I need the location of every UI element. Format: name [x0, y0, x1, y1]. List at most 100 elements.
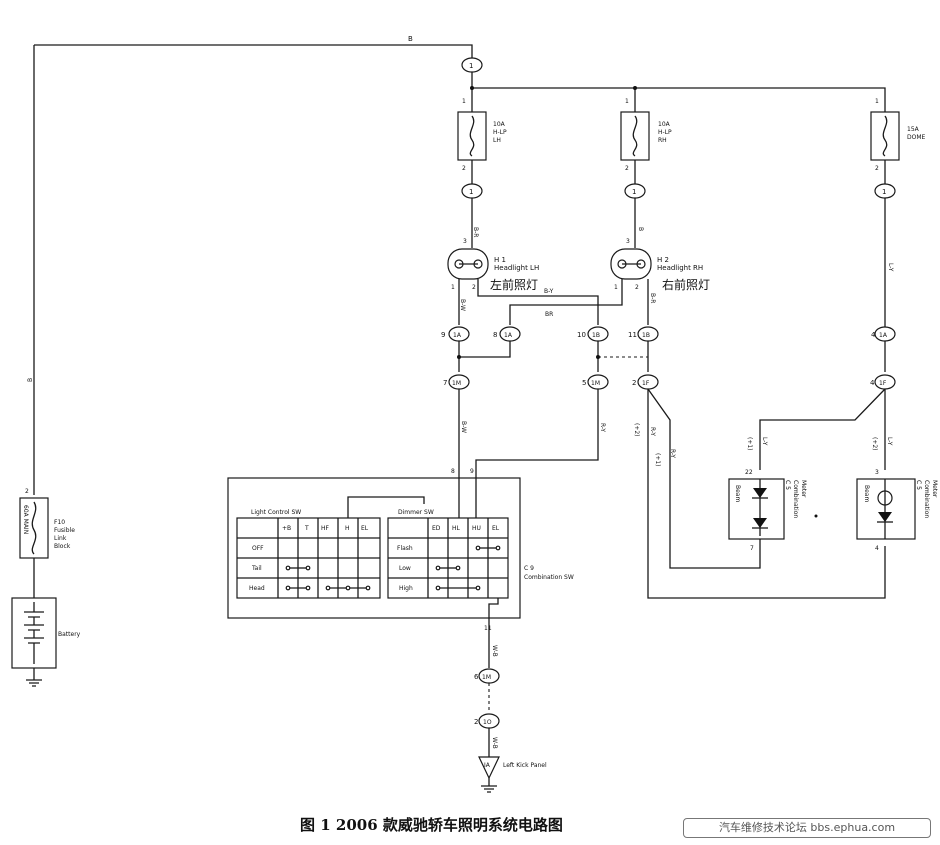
fuse-h-lp-lh: 1 2 10A H-LP LH	[457, 98, 507, 172]
connector-top: 1	[461, 57, 483, 73]
wire-1f-to-right-meter	[647, 389, 886, 599]
svg-text:DOME: DOME	[907, 134, 926, 141]
svg-text:11: 11	[628, 331, 637, 339]
connector-1a-mid: 8 1A	[493, 326, 521, 342]
svg-text:High: High	[399, 585, 413, 592]
wire-color-ground: W-B	[491, 645, 498, 657]
svg-text:1F: 1F	[879, 380, 887, 387]
svg-text:F10: F10	[54, 519, 65, 526]
svg-text:Left Kick Panel: Left Kick Panel	[503, 762, 547, 769]
svg-text:2: 2	[25, 488, 29, 495]
svg-text:1B: 1B	[642, 332, 650, 339]
svg-text:15A: 15A	[907, 126, 920, 133]
svg-text:T: T	[304, 525, 309, 532]
svg-text:1M: 1M	[452, 380, 461, 387]
fuse-dome: 1 2 15A DOME	[870, 98, 926, 172]
wire-color-rf2: R-Y	[669, 449, 676, 458]
svg-text:OFF: OFF	[252, 545, 264, 552]
connector-1f-rh: 2 1F	[632, 374, 659, 390]
svg-text:1F: 1F	[642, 380, 650, 387]
svg-text:Beam: Beam	[734, 485, 741, 502]
wire-join-lh	[459, 341, 511, 358]
svg-text:1: 1	[462, 98, 466, 105]
connector-rh-out: 1	[624, 183, 646, 199]
battery-ground-icon	[26, 668, 42, 687]
svg-text:RH: RH	[658, 137, 667, 144]
svg-text:1M: 1M	[591, 380, 600, 387]
svg-text:HU: HU	[472, 525, 481, 532]
wire-cross-by	[477, 279, 599, 325]
svg-text:6: 6	[474, 673, 479, 681]
svg-text:2: 2	[875, 165, 879, 172]
fuse-h-lp-rh: 1 2 10A H-LP RH	[620, 98, 672, 172]
svg-text:1M: 1M	[482, 674, 491, 681]
svg-text:3: 3	[875, 469, 879, 476]
wire-color-dome: L-Y	[887, 263, 894, 272]
svg-text:Fusible: Fusible	[54, 527, 75, 534]
svg-text:1: 1	[632, 188, 636, 196]
connector-1m-ground: 6 1M	[474, 668, 500, 684]
wire-color-cross2: BR	[545, 311, 553, 318]
svg-text:Meter: Meter	[931, 480, 938, 498]
connector-1b-rh: 11 1B	[628, 326, 659, 342]
svg-text:10A: 10A	[658, 121, 671, 128]
svg-text:LH: LH	[493, 137, 501, 144]
wire-color-lh-in: B-R	[472, 227, 479, 237]
svg-text:C 9: C 9	[524, 565, 534, 572]
connector-1m-rh: 5 1M	[582, 374, 609, 390]
svg-text:2: 2	[462, 165, 466, 172]
wire-color-rh-out: B-R	[649, 293, 656, 303]
connector-1f-dome: 4 1F	[870, 374, 896, 390]
svg-text:10: 10	[577, 331, 586, 339]
svg-text:Combination: Combination	[792, 480, 799, 518]
connector-1o-ground: 2 1O	[474, 713, 500, 729]
svg-text:2: 2	[625, 165, 629, 172]
svg-text:1: 1	[451, 284, 455, 291]
svg-text:9: 9	[470, 468, 474, 475]
wire-color-top: B	[408, 35, 413, 43]
connector-1a-lh: 9 1A	[441, 326, 470, 342]
svg-text:右前照灯: 右前照灯	[662, 277, 710, 292]
headlight-lh: 3 1 2 H 1 Headlight LH 左前照灯	[447, 238, 539, 292]
meter-pin-m1: (+1)	[746, 437, 753, 451]
main-bus	[471, 72, 886, 112]
svg-text:5: 5	[582, 379, 586, 387]
svg-text:4: 4	[870, 379, 875, 387]
connector-dome-out: 1	[874, 183, 896, 199]
svg-text:Low: Low	[399, 565, 411, 572]
fuse-60a-main: 2 60A MAIN F10 Fusible Link Block	[19, 488, 75, 559]
meter-pin-m3: (+1)	[654, 453, 661, 467]
connector-1a-dome: 4 1A	[871, 326, 896, 342]
svg-text:EL: EL	[492, 525, 500, 532]
svg-text:Light Control SW: Light Control SW	[251, 509, 301, 516]
connector-1m-lh: 7 1M	[443, 374, 470, 390]
switch-pin-11: 11	[484, 625, 492, 632]
svg-text:C 5: C 5	[915, 480, 922, 490]
svg-text:Head: Head	[249, 585, 265, 592]
svg-text:Meter: Meter	[800, 480, 807, 498]
svg-text:1: 1	[882, 188, 886, 196]
svg-text:4: 4	[875, 545, 879, 552]
wire-color-rh-in: B	[637, 227, 644, 231]
svg-text:1A: 1A	[453, 332, 462, 339]
svg-text:Combination SW: Combination SW	[524, 574, 574, 581]
wire-color-ly2: L-Y	[886, 437, 893, 446]
svg-text:3: 3	[626, 238, 630, 245]
wire-color-mid-rh: R-Y	[599, 423, 606, 432]
svg-text:HF: HF	[321, 525, 330, 532]
meter-pin-m4: (+2)	[633, 423, 640, 437]
svg-text:C 5: C 5	[784, 480, 791, 490]
battery: Battery	[11, 597, 81, 669]
svg-text:+B: +B	[282, 525, 291, 532]
svg-text:Link: Link	[54, 535, 67, 542]
svg-text:1: 1	[875, 98, 879, 105]
wire-to-switch-9	[475, 389, 599, 480]
combination-meter-right: 3 Beam C 5 Combination Meter 4	[856, 469, 938, 552]
svg-text:7: 7	[443, 379, 447, 387]
svg-text:1: 1	[614, 284, 618, 291]
wire-ly-to-left-meter	[759, 388, 886, 470]
svg-text:4: 4	[871, 331, 876, 339]
wire-color-rf1: R-Y	[649, 427, 656, 436]
svg-text:60A MAIN: 60A MAIN	[22, 505, 29, 534]
